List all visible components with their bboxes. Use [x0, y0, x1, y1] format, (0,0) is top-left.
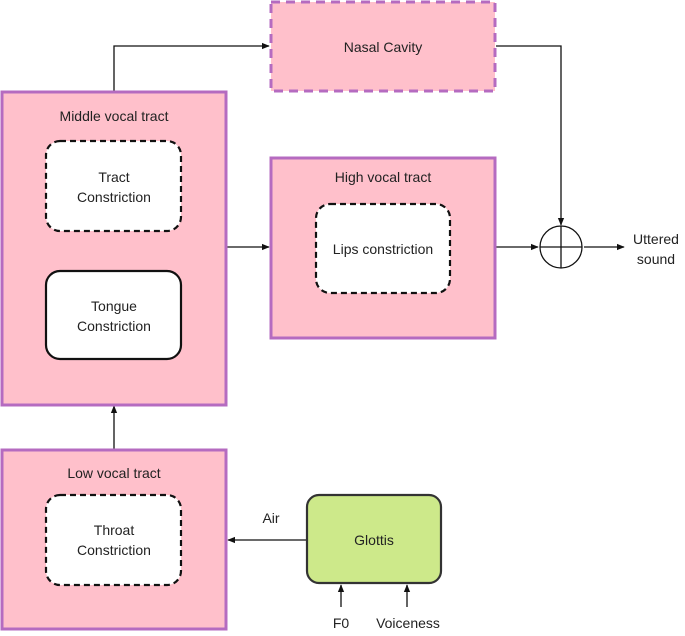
- tract-constriction-label-line2: Constriction: [77, 189, 151, 205]
- nasal-cavity-box: [269, 0, 497, 93]
- high-vocal-tract-label: High vocal tract: [335, 169, 432, 185]
- connectors: [110, 42, 625, 607]
- middle-to-nasal-arrow: [113, 42, 270, 91]
- f0-label: F0: [333, 615, 350, 631]
- glottis-box: [305, 493, 443, 585]
- nasal-cavity-label: Nasal Cavity: [344, 39, 423, 55]
- voiceness-label: Voiceness: [376, 615, 440, 631]
- uttered-sound-label-line1: Uttered: [633, 231, 679, 247]
- throat-constriction-label-line1: Throat: [94, 522, 135, 538]
- sum-junction-icon: [539, 225, 583, 269]
- lips-constriction-label: Lips constriction: [333, 241, 433, 257]
- air-label: Air: [262, 510, 279, 526]
- throat-constriction-box: [44, 493, 183, 587]
- middle-vocal-tract-node: Middle vocal tract Tract Constriction To…: [0, 90, 228, 407]
- throat-constriction-label-line2: Constriction: [77, 542, 151, 558]
- nasal-cavity-node: Nasal Cavity: [269, 0, 497, 93]
- high-vocal-tract-node: High vocal tract Lips constriction: [269, 156, 497, 340]
- tongue-constriction-box: [44, 269, 183, 361]
- glottis-label: Glottis: [354, 532, 394, 548]
- glottis-node: Glottis: [305, 493, 443, 585]
- tract-constriction-label-line1: Tract: [98, 169, 129, 185]
- lips-constriction-box: [314, 202, 452, 295]
- uttered-sound-label-line2: sound: [637, 251, 675, 267]
- low-vocal-tract-label: Low vocal tract: [67, 465, 160, 481]
- nasal-to-sum-arrow: [496, 45, 565, 226]
- tract-constriction-box: [44, 139, 183, 233]
- middle-vocal-tract-label: Middle vocal tract: [60, 108, 169, 124]
- tongue-constriction-label-line2: Constriction: [77, 318, 151, 334]
- tongue-constriction-label-line1: Tongue: [91, 298, 137, 314]
- low-vocal-tract-node: Low vocal tract Throat Constriction: [0, 448, 228, 631]
